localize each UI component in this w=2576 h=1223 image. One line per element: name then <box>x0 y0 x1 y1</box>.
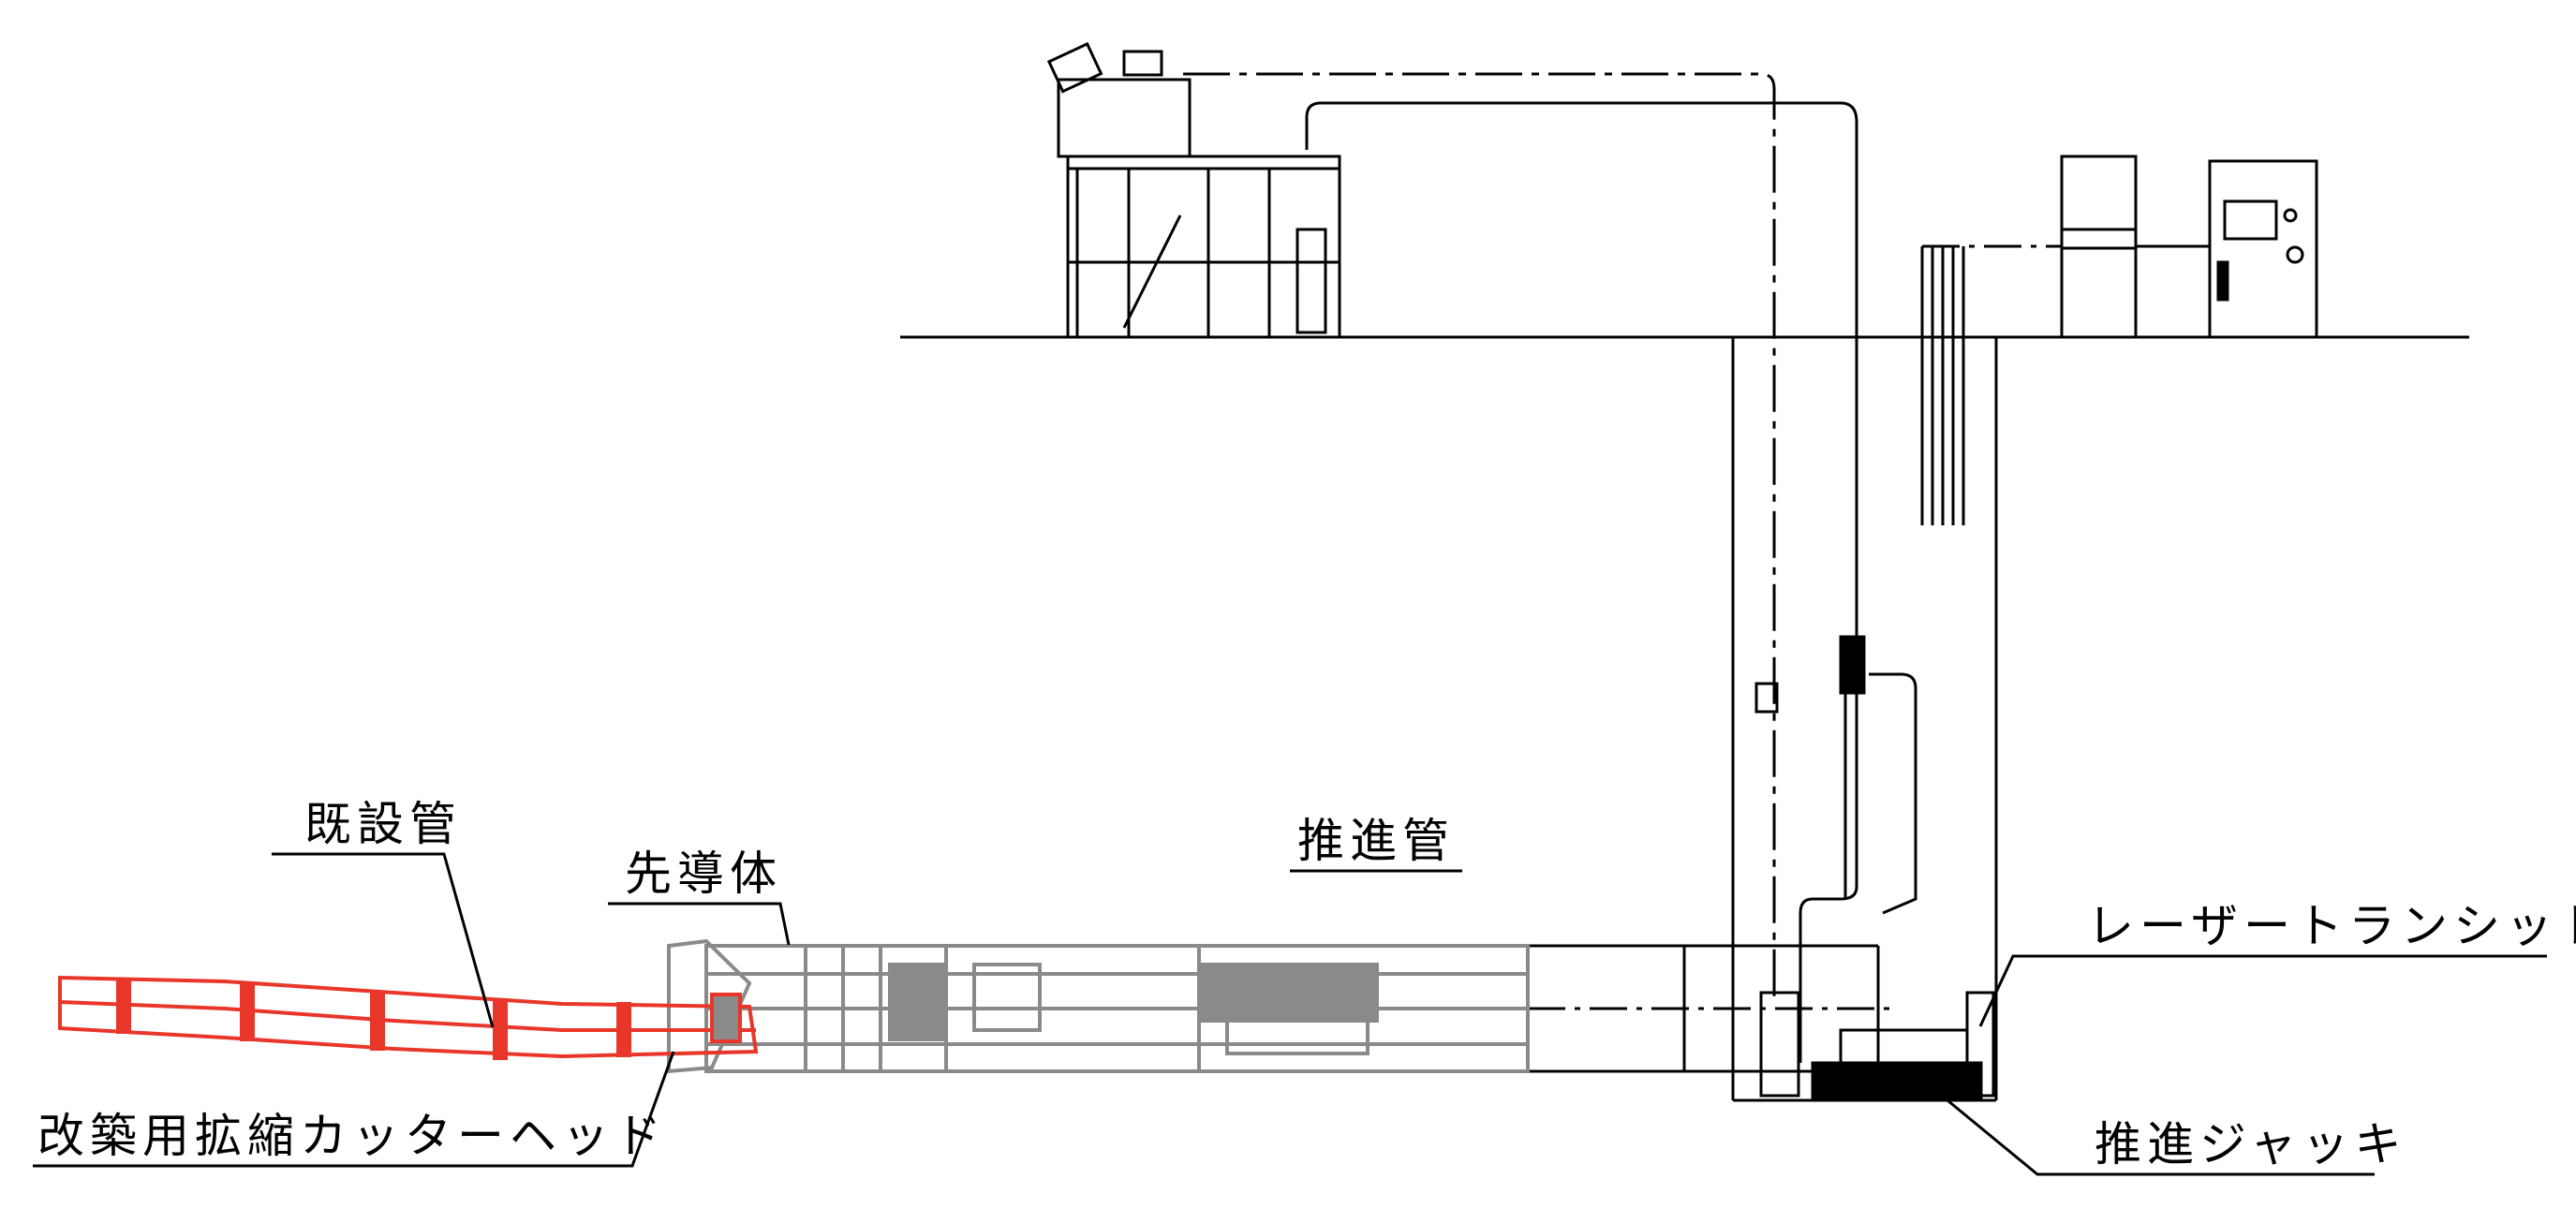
label-existing-pipe: 既設管 <box>304 797 462 851</box>
existing-pipe <box>58 975 759 1060</box>
hoses <box>1183 72 1917 1063</box>
label-jacking-jack: 推進ジャッキ <box>2095 1117 2407 1171</box>
equipment-cabinet <box>2060 155 2138 339</box>
leader-lines <box>33 852 2547 1176</box>
surface-plant <box>1046 41 1341 339</box>
launch-shaft <box>1731 337 1998 1102</box>
jacking-pipe-section <box>1528 944 1892 1073</box>
label-laser-transit: レーザートランシット <box>2087 899 2576 953</box>
control-panel <box>2208 159 2318 339</box>
tunneling-machine <box>667 938 1530 1074</box>
label-cutter-head: 改築用拡縮カッターヘッド <box>37 1109 667 1163</box>
cable-bundle <box>1920 244 2210 525</box>
label-lead-body: 先導体 <box>625 847 782 901</box>
label-jacking-pipe: 推進管 <box>1297 814 1455 868</box>
